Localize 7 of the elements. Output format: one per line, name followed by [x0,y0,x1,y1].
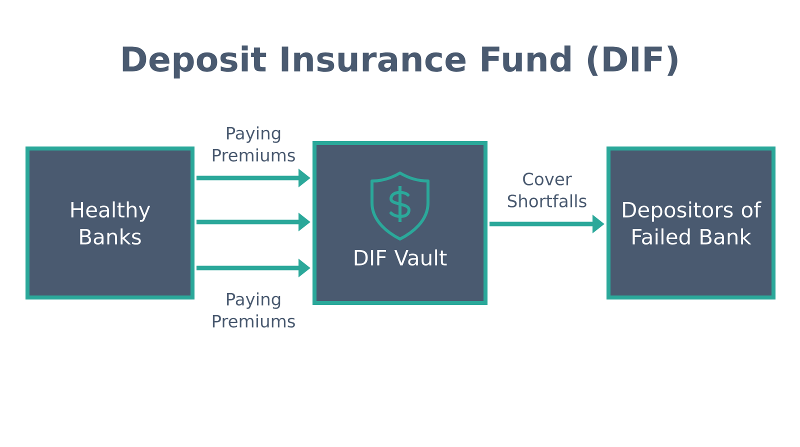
title: Deposit Insurance Fund (DIF) [122,46,678,78]
edge-label: Cover Shortfalls [508,172,586,208]
box: Depositors of Failed Bank [606,146,776,300]
box: DIF Vault [312,141,488,305]
edge-label: Paying Premiums [212,292,295,328]
edge-label: Paying Premiums [212,126,295,162]
box: Healthy Banks [26,146,194,300]
